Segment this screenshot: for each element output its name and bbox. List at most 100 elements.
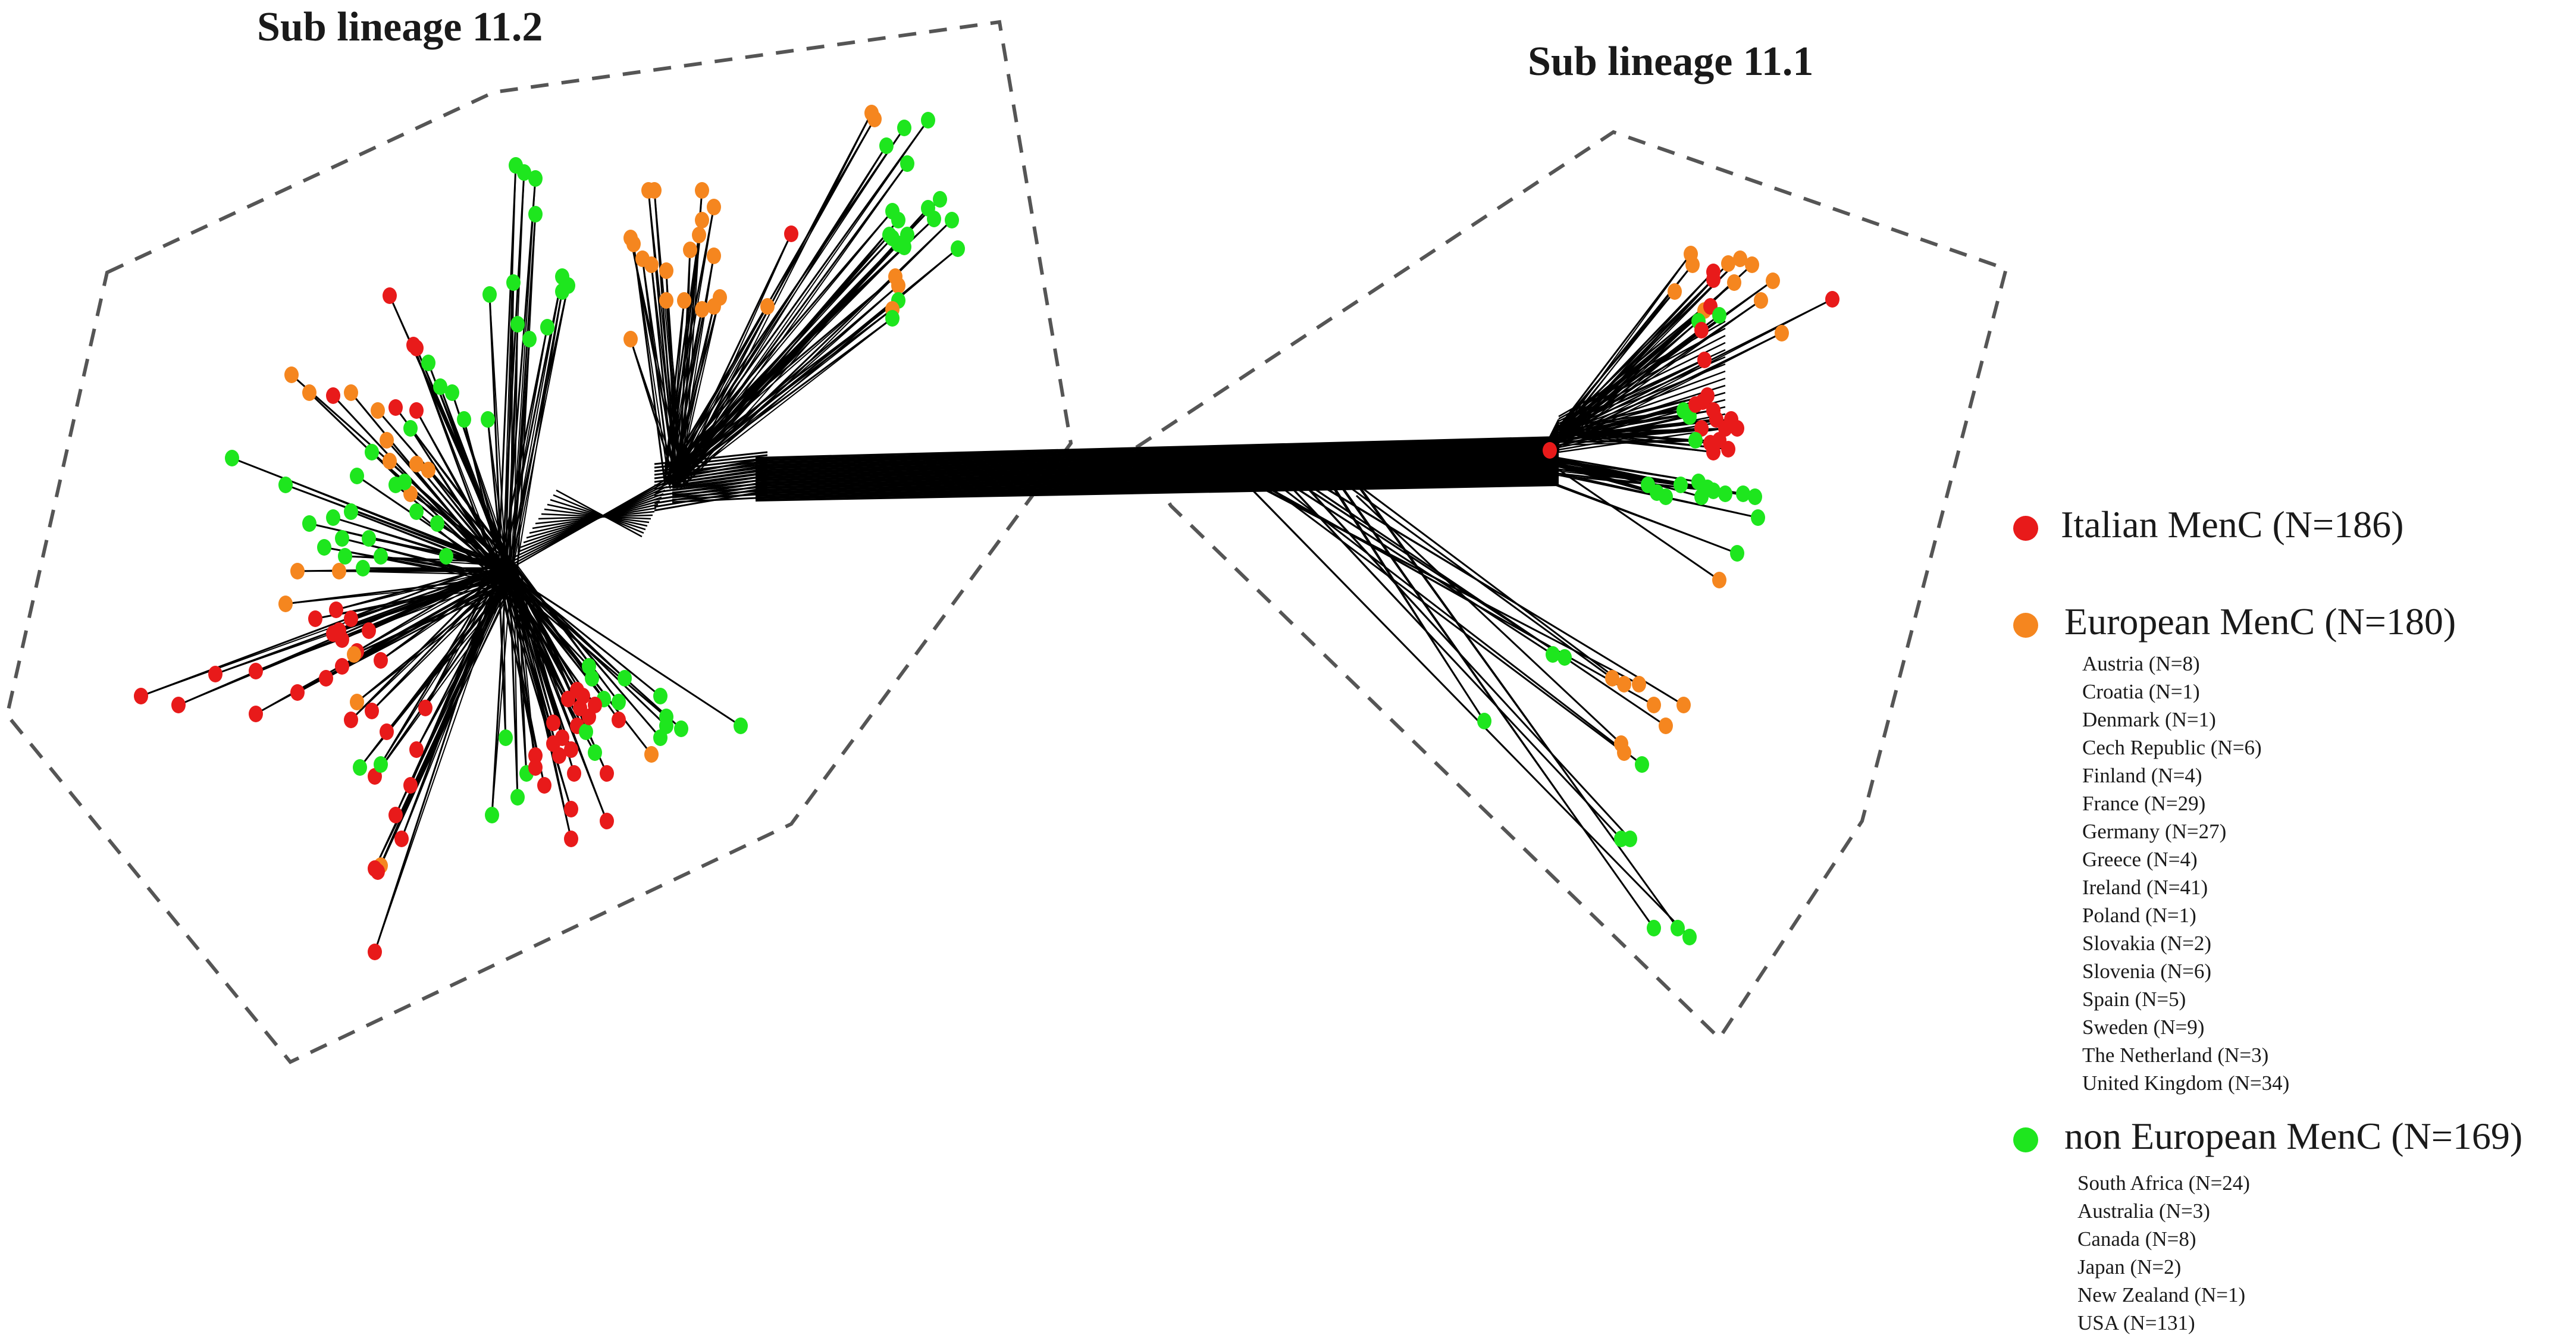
- network-node: [249, 663, 263, 679]
- network-edge: [503, 568, 661, 697]
- network-edge: [667, 309, 703, 477]
- network-edge: [1359, 486, 1625, 685]
- network-node: [1641, 477, 1655, 493]
- network-edge: [1546, 421, 1560, 446]
- network-edge: [497, 568, 507, 738]
- network-edge: [675, 120, 929, 471]
- network-edge: [413, 344, 504, 581]
- network-node: [308, 610, 322, 627]
- network-node: [499, 729, 513, 746]
- network-edge: [333, 395, 507, 581]
- network-node: [421, 462, 435, 478]
- network-edge: [341, 577, 511, 667]
- network-node: [564, 801, 578, 817]
- network-node: [1718, 485, 1732, 502]
- network-node: [695, 301, 709, 318]
- network-node: [641, 182, 656, 199]
- network-node: [927, 211, 941, 227]
- network-edge: [1558, 377, 1726, 437]
- network-edge: [1336, 477, 1654, 929]
- network-node: [356, 560, 370, 576]
- network-edge: [1288, 483, 1553, 655]
- network-node: [517, 164, 531, 181]
- network-edge: [380, 565, 507, 765]
- network-edge: [669, 211, 893, 480]
- network-edge: [550, 499, 646, 531]
- network-node: [888, 268, 902, 285]
- network-node: [546, 715, 560, 731]
- network-node: [528, 747, 543, 764]
- network-edge: [513, 577, 741, 726]
- network-node: [380, 723, 394, 740]
- legend-country-item: South Africa (N=24): [2077, 1171, 2250, 1195]
- network-edge: [667, 237, 894, 474]
- network-edge: [1538, 454, 1649, 485]
- network-edge: [333, 517, 515, 575]
- network-edge: [664, 211, 894, 477]
- network-node: [353, 759, 367, 776]
- network-node: [707, 298, 721, 315]
- network-edge: [672, 478, 768, 491]
- network-edge: [410, 428, 507, 575]
- network-edge: [512, 214, 537, 563]
- network-edge: [1558, 341, 1726, 425]
- network-edge: [341, 573, 506, 668]
- network-edge: [368, 571, 504, 631]
- network-edge: [675, 308, 893, 474]
- network-edge: [377, 410, 515, 566]
- network-node: [567, 765, 581, 782]
- network-node: [1682, 929, 1697, 945]
- network-node: [1659, 718, 1673, 734]
- network-node: [374, 756, 388, 773]
- network-edge: [668, 275, 896, 468]
- network-edge: [664, 300, 685, 474]
- network-node: [344, 503, 358, 520]
- network-edge: [755, 459, 1559, 480]
- network-node: [1727, 274, 1741, 291]
- network-node: [707, 247, 721, 264]
- network-edge: [1288, 483, 1622, 839]
- network-edge: [632, 243, 666, 485]
- network-node: [921, 112, 935, 129]
- network-node: [659, 262, 673, 279]
- network-node: [1632, 676, 1646, 693]
- network-edge: [669, 246, 905, 483]
- network-node: [564, 831, 578, 847]
- network-edge: [755, 443, 1559, 467]
- network-node: [403, 420, 418, 437]
- network-node: [302, 384, 316, 401]
- network-node: [457, 411, 471, 428]
- network-node: [1754, 292, 1768, 309]
- network-node: [1733, 250, 1747, 267]
- network-node: [537, 777, 551, 794]
- network-edge: [356, 580, 515, 703]
- legend-country-item: Slovakia (N=2): [2082, 932, 2212, 955]
- network-node: [329, 601, 343, 618]
- network-edge: [672, 493, 768, 501]
- network-edge: [380, 562, 503, 765]
- network-edge: [1264, 486, 1654, 706]
- network-node: [409, 741, 424, 758]
- network-node: [1694, 322, 1709, 339]
- network-edge: [506, 565, 625, 679]
- network-edge: [679, 317, 893, 477]
- network-edge: [503, 571, 506, 738]
- legend-country-item: Poland (N=1): [2082, 904, 2196, 927]
- network-edge: [380, 556, 507, 578]
- network-edge: [755, 465, 1559, 484]
- network-edge: [755, 447, 1559, 469]
- network-edge: [1562, 253, 1691, 431]
- network-node: [644, 746, 659, 763]
- network-node: [1623, 831, 1637, 847]
- network-edge: [755, 484, 1559, 502]
- network-node: [760, 298, 775, 315]
- network-edge: [285, 580, 507, 604]
- network-edge: [755, 441, 1559, 465]
- network-edge: [1359, 486, 1678, 929]
- network-edges: [140, 112, 1833, 953]
- network-edge: [671, 306, 715, 480]
- network-node: [171, 697, 186, 713]
- network-edge: [324, 547, 507, 584]
- network-edge: [684, 220, 952, 486]
- network-node: [388, 807, 403, 823]
